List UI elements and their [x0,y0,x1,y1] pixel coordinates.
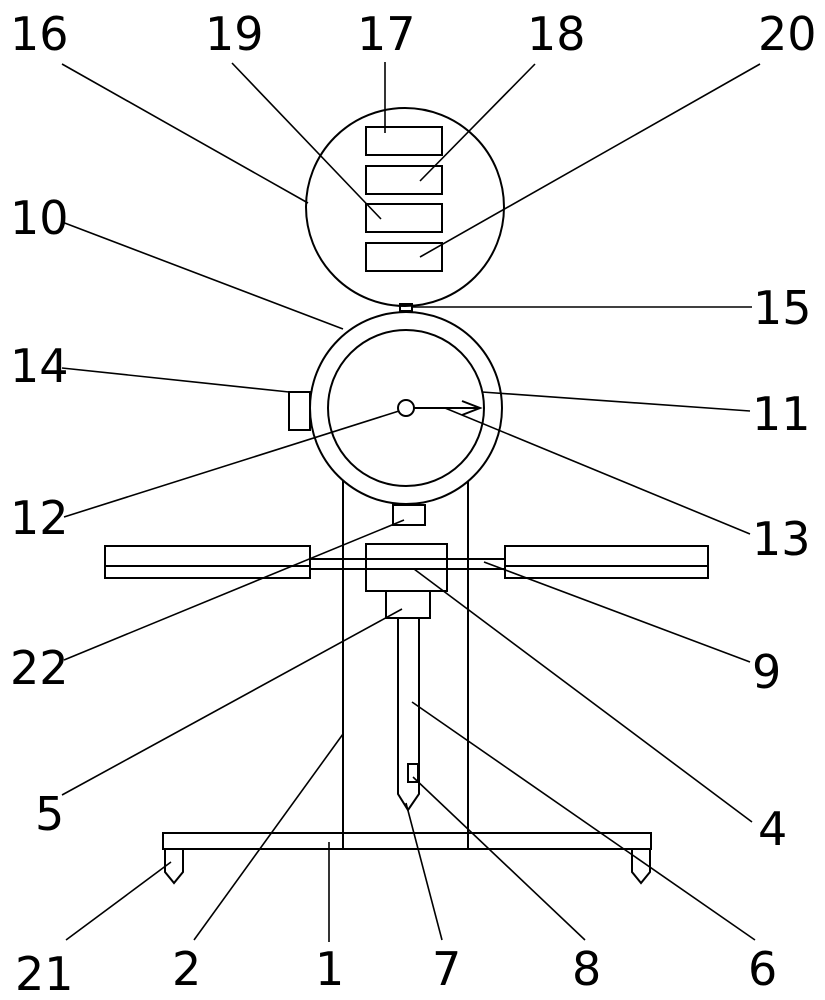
lower-connector-22 [392,504,426,526]
label-9: 9 [752,645,781,699]
label-4: 4 [758,802,787,856]
base-plate-1 [162,832,652,850]
leader-20 [419,63,761,258]
dial-inner-face [327,329,485,487]
left-arm [104,545,311,579]
probe-rod-6 [397,617,420,812]
leader-9 [483,561,751,663]
module-block-18 [365,165,443,195]
label-14: 14 [10,339,69,393]
label-13: 13 [752,512,811,566]
module-block-20 [365,242,443,272]
dial-pointer-arrowhead [461,400,483,416]
leader-4 [413,568,753,823]
label-7: 7 [432,942,461,996]
label-2: 2 [172,942,201,996]
leader-18 [419,63,536,182]
label-1: 1 [315,942,344,996]
leader-13 [444,407,751,535]
dial-pivot [397,399,415,417]
leader-11 [481,391,751,412]
module-block-17 [365,126,443,156]
leader-14 [61,367,290,393]
leader-16 [61,63,309,204]
label-18: 18 [527,7,586,61]
module-block-19 [365,203,443,233]
right-arm [504,545,709,579]
leader-2 [193,733,344,941]
label-12: 12 [10,491,69,545]
label-20: 20 [758,7,817,61]
label-16: 16 [10,7,69,61]
label-17: 17 [357,7,416,61]
label-10: 10 [10,191,69,245]
leader-12 [63,410,400,518]
label-5: 5 [35,787,64,841]
leader-19 [231,62,382,220]
left-foot-21 [164,848,184,885]
label-22: 22 [10,641,69,695]
leader-10 [61,221,344,330]
top-housing-circle [305,107,505,307]
label-11: 11 [752,387,811,441]
label-8: 8 [572,942,601,996]
side-block-14 [288,391,311,431]
leader-5 [61,608,403,796]
right-foot [631,848,651,885]
label-21: 21 [15,947,74,1000]
label-6: 6 [748,942,777,996]
leader-22 [63,519,405,661]
leader-21 [65,861,172,941]
leader-6 [411,701,756,941]
label-15: 15 [753,281,812,335]
label-19: 19 [205,7,264,61]
leader-8 [412,776,586,941]
leader-7 [405,802,443,941]
sensor-8 [407,763,419,783]
